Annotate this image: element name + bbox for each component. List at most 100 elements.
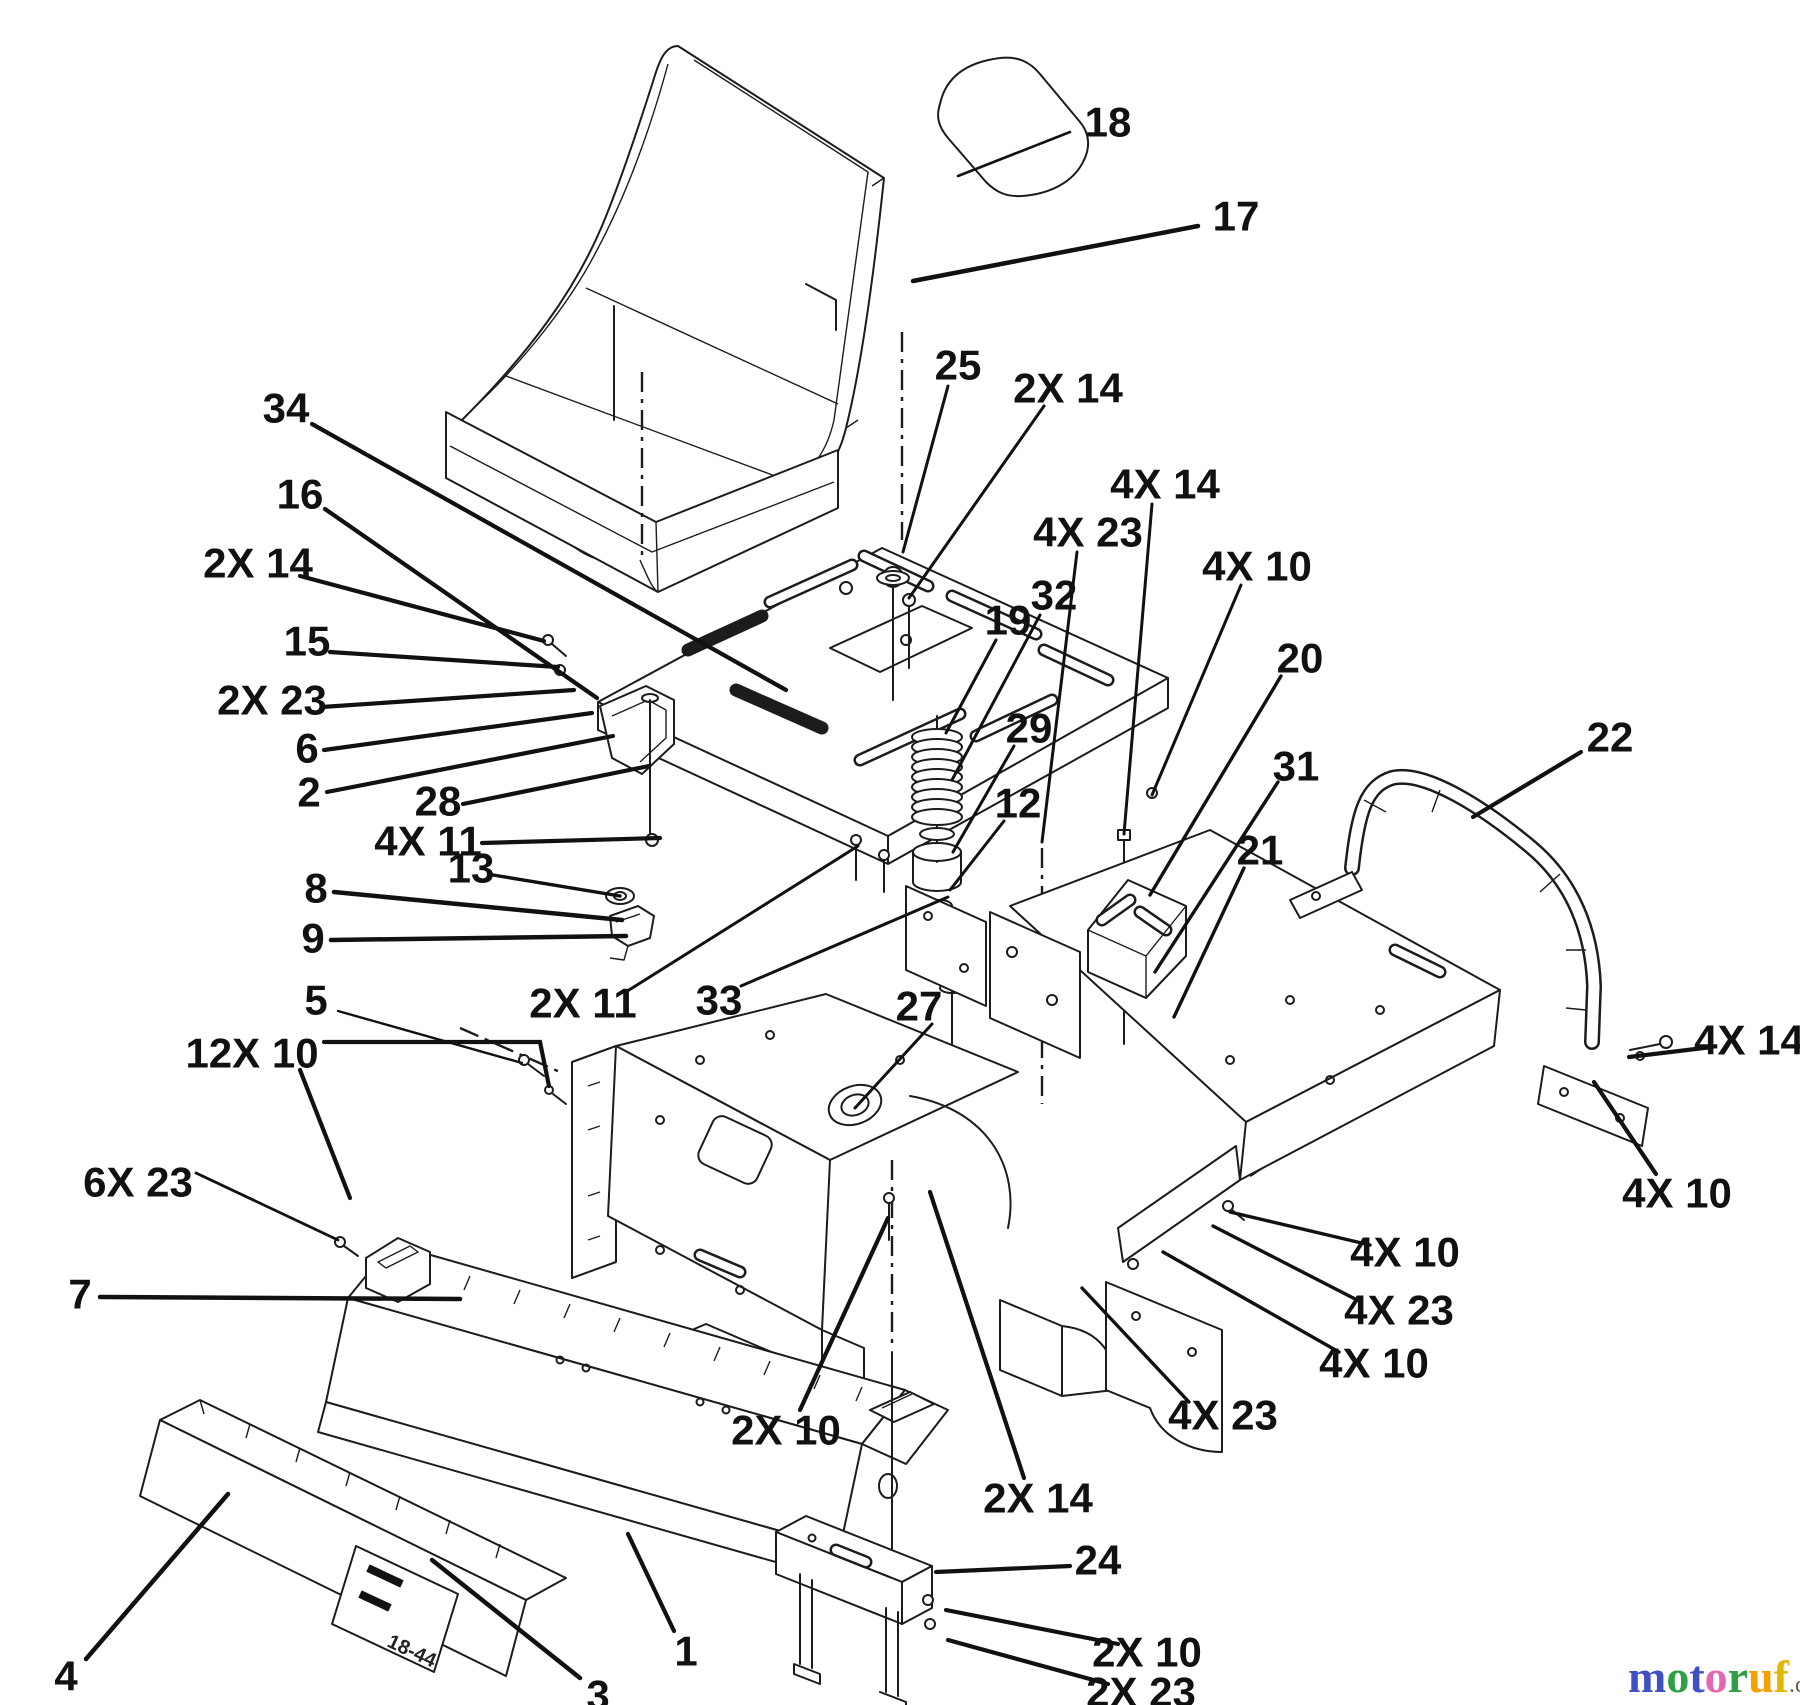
callout-leader-27 (853, 1022, 934, 1110)
callout-label-4x10-r3: 4X 10 (1319, 1340, 1429, 1387)
callout-leader-12x10 (297, 1067, 353, 1201)
callout-label-2x10-bottom: 2X 10 (1092, 1629, 1202, 1676)
small-fasteners (334, 1054, 567, 1257)
callout-label-3: 3 (586, 1672, 609, 1705)
callout-label-21: 21 (1237, 827, 1284, 874)
callout-label-9: 9 (301, 915, 324, 962)
callout-leader-4x14-right (1626, 1044, 1715, 1060)
callout-leader-21 (1172, 866, 1246, 1019)
callout-leader-4x10-right (1591, 1079, 1659, 1177)
callout-leader-2x14-left (297, 573, 547, 644)
callout-label-4x10-right: 4X 10 (1622, 1170, 1732, 1217)
callout-leader-18 (956, 130, 1072, 178)
callout-label-4x10-r2: 4X 10 (1350, 1229, 1460, 1276)
callout-label-4x11: 4X 11 (374, 818, 481, 865)
callout-label-12: 12 (995, 780, 1042, 827)
callout-leader-12 (948, 819, 1006, 892)
seat-pan (597, 547, 1169, 865)
callout-label-33: 33 (696, 977, 743, 1024)
callout-leader-1 (625, 1531, 677, 1634)
callout-leader-4x23-top (1040, 550, 1079, 844)
callout-label-24: 24 (1075, 1537, 1122, 1584)
callout-label-22: 22 (1587, 714, 1634, 761)
callout-label-20: 20 (1277, 635, 1324, 682)
callout-label-4x23-r2: 4X 23 (1344, 1287, 1454, 1334)
callout-leader-22 (1470, 749, 1584, 820)
callout-leader-4x11 (479, 835, 663, 846)
callout-label-7: 7 (68, 1271, 91, 1318)
callout-leader-29 (951, 744, 1016, 854)
callout-leader-34 (309, 421, 789, 693)
callout-leader-24 (933, 1563, 1073, 1575)
callout-leader-12x10 (321, 1039, 552, 1089)
callout-label-13: 13 (448, 845, 495, 892)
callout-leader-9 (328, 933, 629, 943)
callout-leader-28 (460, 763, 652, 807)
callout-leader-17 (910, 223, 1201, 284)
callout-leader-4x23-r2 (1211, 1224, 1363, 1304)
callout-leader-31 (1153, 780, 1280, 974)
callout-label-27: 27 (896, 983, 943, 1030)
callout-label-12x10: 12X 10 (185, 1030, 318, 1077)
seat-pad (937, 56, 1090, 198)
callout-label-1: 1 (674, 1628, 697, 1675)
callout-label-29: 29 (1006, 705, 1053, 752)
callout-leader-4x10-r2 (1228, 1210, 1372, 1247)
callout-label-2x14-top: 2X 14 (1013, 365, 1123, 412)
callout-leader-33 (739, 895, 950, 988)
callout-leader-8 (331, 889, 625, 923)
callout-leader-32 (950, 613, 1042, 782)
callout-label-4: 4 (54, 1653, 78, 1700)
roll-bar (1289, 768, 1673, 1147)
callout-leader-5 (336, 1009, 524, 1065)
right-chassis (905, 829, 1501, 1453)
callout-label-8: 8 (304, 865, 327, 912)
callout-leader-2x23-left (319, 687, 577, 710)
callout-leader-2x14-top (907, 404, 1046, 600)
callout-leader-2x11 (627, 844, 860, 992)
callout-label-2x14-left: 2X 14 (203, 540, 313, 587)
callout-label-2x23-bottom: 2X 23 (1086, 1669, 1196, 1705)
callout-label-2x10-mid: 2X 10 (731, 1407, 841, 1454)
callout-leader-4x10-r3 (1161, 1250, 1341, 1354)
callout-leader-15 (327, 649, 561, 670)
callout-label-2x23-left: 2X 23 (217, 677, 327, 724)
bottom-bracket (775, 1351, 936, 1705)
callout-label-4x14-right: 4X 14 (1694, 1017, 1800, 1064)
lower-panel: 18-44 (139, 1399, 567, 1677)
callout-label-4x10-top: 4X 10 (1202, 543, 1312, 590)
callout-leader-2x14-bottom (927, 1189, 1027, 1481)
callout-label-2x11: 2X 11 (529, 980, 636, 1027)
callout-label-6x23: 6X 23 (83, 1159, 193, 1206)
watermark-logo: motoruf.de (1628, 1651, 1800, 1702)
callout-label-2: 2 (297, 769, 320, 816)
seat (445, 45, 885, 593)
callout-leader-7 (97, 1294, 463, 1302)
callout-leader-4x23-r3 (1080, 1286, 1191, 1404)
callout-label-18: 18 (1085, 99, 1132, 146)
callout-label-19: 19 (985, 597, 1032, 644)
callout-leader-2x23-bottom (945, 1637, 1111, 1687)
callout-label-4x14-top: 4X 14 (1110, 461, 1220, 508)
callout-label-17: 17 (1213, 193, 1260, 240)
callout-leader-6x23 (194, 1171, 340, 1242)
callout-label-6: 6 (295, 725, 318, 772)
callout-label-16: 16 (277, 471, 324, 518)
callout-label-31: 31 (1273, 743, 1320, 790)
callout-leader-2x10-bottom (943, 1607, 1121, 1647)
callout-label-4x23-top: 4X 23 (1033, 509, 1143, 556)
callout-leader-3 (429, 1557, 583, 1681)
callout-leader-4 (83, 1491, 231, 1662)
callout-leader-19 (944, 638, 998, 735)
callout-label-15: 15 (284, 618, 331, 665)
callout-label-5: 5 (304, 977, 327, 1024)
callout-leader-6 (321, 710, 595, 753)
callout-leader-2x10-mid (797, 1215, 891, 1413)
callout-leader-2 (324, 733, 616, 795)
callout-leader-13 (491, 873, 622, 898)
callout-label-32: 32 (1031, 572, 1078, 619)
callout-leader-25 (901, 384, 950, 554)
callout-label-2x14-bottom: 2X 14 (983, 1475, 1093, 1522)
